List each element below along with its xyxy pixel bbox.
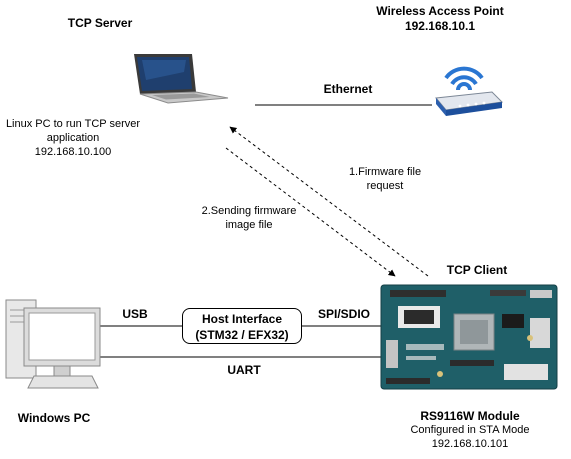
ethernet-label: Ethernet bbox=[323, 82, 373, 96]
desktop-pc-icon bbox=[5, 299, 101, 389]
laptop-icon bbox=[134, 54, 229, 104]
router-icon bbox=[435, 66, 504, 116]
host-interface-line1: Host Interface bbox=[201, 312, 283, 326]
host-interface-line2: (STM32 / EFX32) bbox=[195, 328, 289, 342]
request-arrow bbox=[229, 126, 429, 277]
access-point-title: Wireless Access Point bbox=[376, 4, 504, 18]
windows-pc-title: Windows PC bbox=[17, 411, 91, 425]
tcp-server-desc-line1: Linux PC to run TCP server bbox=[5, 118, 141, 130]
host-interface-box: Host Interface (STM32 / EFX32) bbox=[182, 308, 302, 344]
tcp-server-desc-line2: application bbox=[46, 132, 100, 144]
usb-label: USB bbox=[122, 307, 148, 321]
dev-board-icon bbox=[380, 284, 558, 390]
tcp-client-title: TCP Client bbox=[446, 263, 508, 277]
module-title: RS9116W Module bbox=[420, 409, 520, 423]
tcp-server-ip: 192.168.10.100 bbox=[34, 146, 112, 158]
module-ip: 192.168.10.101 bbox=[431, 438, 509, 450]
sending-label-line2: image file bbox=[225, 219, 273, 231]
tcp-server-title: TCP Server bbox=[67, 16, 133, 30]
sending-arrow bbox=[225, 147, 396, 277]
module-mode: Configured in STA Mode bbox=[410, 424, 530, 436]
request-label-line1: 1.Firmware file bbox=[348, 166, 422, 178]
uart-label: UART bbox=[227, 363, 261, 377]
request-label-line2: request bbox=[366, 180, 404, 192]
access-point-ip: 192.168.10.1 bbox=[404, 19, 476, 33]
spi-sdio-label: SPI/SDIO bbox=[317, 307, 370, 321]
sending-label-line1: 2.Sending firmware bbox=[201, 205, 297, 217]
